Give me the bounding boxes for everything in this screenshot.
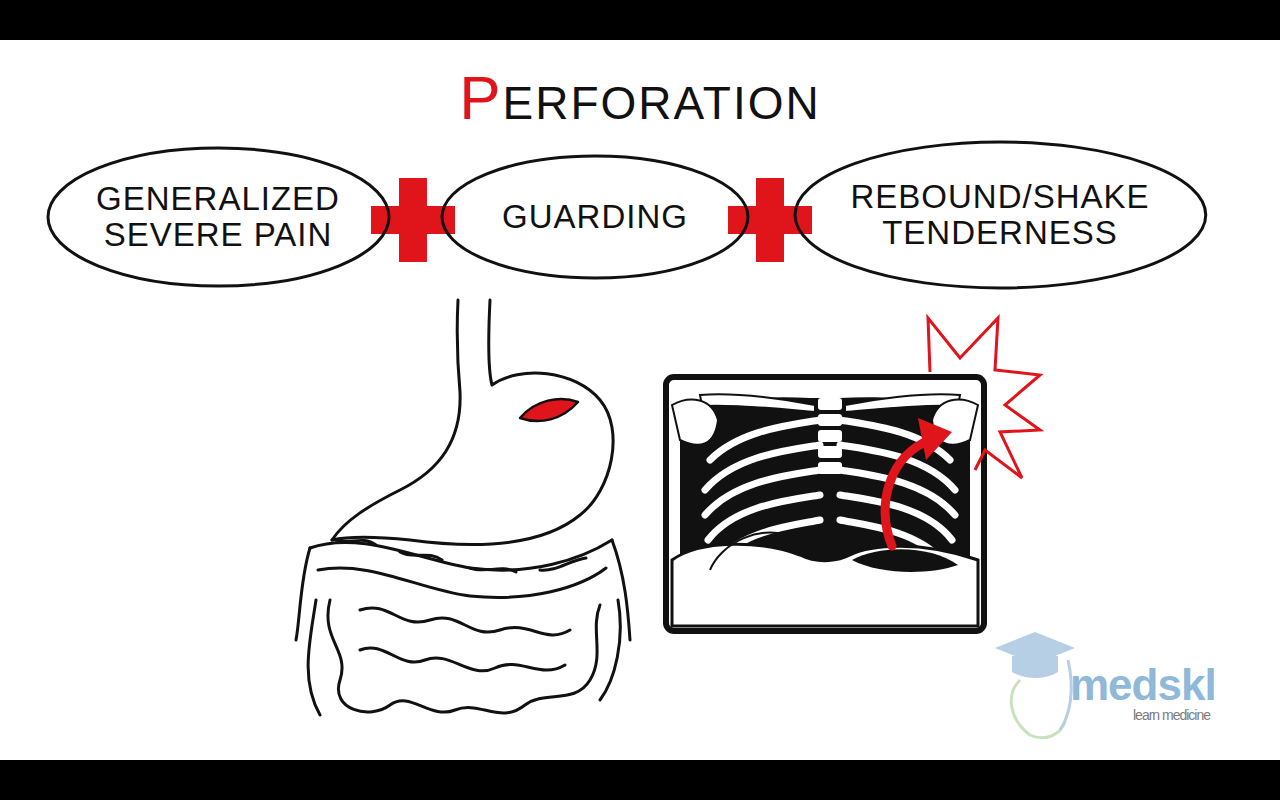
arrow-head xyxy=(918,418,952,460)
watermark-logo: medskl xyxy=(1070,660,1216,710)
chest-xray xyxy=(666,377,984,631)
arrow-symbol xyxy=(885,440,930,546)
node-text: GENERALIZED SEVERE PAIN xyxy=(68,181,368,252)
bottom-bar xyxy=(0,760,1280,800)
pain-burst xyxy=(928,318,1040,478)
stomach xyxy=(296,300,630,715)
top-bar xyxy=(0,0,1280,40)
plus-sign xyxy=(371,178,812,262)
node-text: REBOUND/SHAKE TENDERNESS xyxy=(810,179,1190,250)
ulcer xyxy=(520,399,578,421)
ellipse-node: GUARDING xyxy=(440,154,750,280)
ellipse-node: GENERALIZED SEVERE PAIN xyxy=(46,146,391,288)
watermark-tagline: learn medicine xyxy=(1133,707,1210,723)
node-text: GUARDING xyxy=(465,199,725,235)
ellipse-node: REBOUND/SHAKE TENDERNESS xyxy=(793,140,1208,290)
logo-icon xyxy=(995,632,1075,738)
title: PERFORATION xyxy=(0,62,1280,133)
